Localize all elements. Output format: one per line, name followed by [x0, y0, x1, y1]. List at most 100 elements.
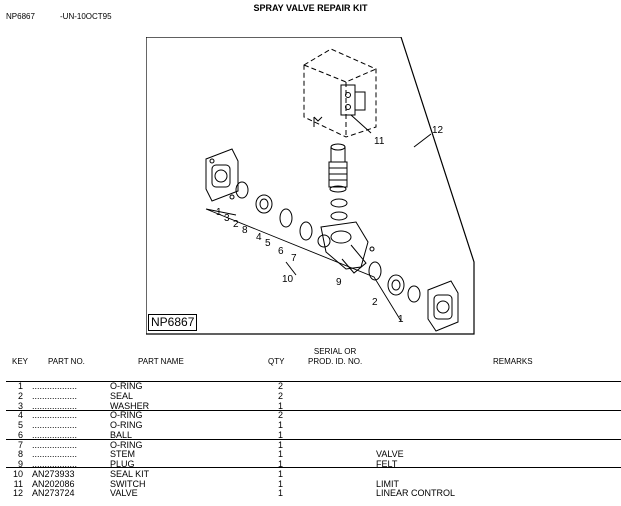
row-part-no: .................. — [32, 439, 78, 450]
callout-2: 2 — [233, 219, 239, 230]
callout-7: 7 — [291, 253, 297, 264]
date-code: -UN-10OCT95 — [60, 12, 112, 21]
row-key: 3 — [17, 400, 23, 411]
row-part-name: WASHER — [110, 400, 150, 411]
row-part-name: O-RING — [110, 439, 143, 450]
row-qty: 2 — [278, 410, 284, 421]
leader-11 — [350, 114, 372, 134]
column-header-remarks: REMARKS — [493, 357, 533, 366]
callout-5: 5 — [265, 238, 271, 249]
row-part-no: .................. — [32, 449, 78, 460]
row-part-name: SWITCH — [110, 478, 146, 489]
row-part-name: PLUG — [110, 459, 135, 469]
table-row: 7.................. O-RING 1 — [0, 440, 621, 450]
left-end-fitting-drawing — [205, 148, 239, 202]
seal-kit-bracket — [205, 208, 402, 322]
stem-drawing — [328, 143, 348, 193]
callout-2b: 2 — [372, 297, 378, 308]
row-part-no: .................. — [32, 381, 78, 391]
callout-12: 12 — [432, 125, 444, 136]
row-part-name: O-RING — [110, 410, 143, 421]
row-qty: 1 — [278, 439, 284, 450]
row-part-no: .................. — [32, 390, 78, 401]
row-part-name: STEM — [110, 449, 136, 460]
callout-10: 10 — [282, 274, 294, 285]
table-rule — [6, 439, 621, 440]
o-rings-right-drawing — [368, 261, 421, 303]
row-remarks: LINEAR CONTROL — [376, 488, 456, 499]
table-row: 12 AN273724 VALVE 1 LINEAR CONTROL — [0, 488, 621, 498]
row-key: 6 — [17, 429, 23, 440]
row-part-no: .................. — [32, 400, 78, 411]
row-part-name: O-RING — [110, 381, 143, 391]
table-row: 10 AN273933 SEAL KIT 1 — [0, 469, 621, 479]
row-part-no: AN273933 — [32, 468, 75, 479]
row-key: 4 — [17, 410, 23, 421]
leader-10 — [285, 261, 297, 276]
row-remarks: LIMIT — [376, 478, 400, 489]
switch-bracket-drawing — [313, 84, 366, 127]
column-header-qty: QTY — [268, 357, 285, 366]
callout-8: 8 — [242, 225, 248, 236]
row-qty: 1 — [278, 478, 284, 489]
row-key: 10 — [12, 468, 23, 479]
row-qty: 1 — [278, 429, 284, 440]
row-part-no: AN273724 — [32, 488, 75, 499]
row-part-name: O-RING — [110, 420, 143, 430]
o-rings-left-drawing — [235, 181, 348, 248]
table-rule — [6, 467, 621, 468]
table-rule — [6, 381, 621, 382]
column-header-key: KEY — [12, 357, 29, 366]
row-part-name: SEAL — [110, 390, 134, 401]
callout-3: 3 — [224, 213, 230, 224]
row-qty: 1 — [278, 488, 284, 499]
callout-4: 4 — [256, 232, 262, 243]
table-row: 3.................. WASHER 1 — [0, 401, 621, 411]
row-remarks: FELT — [376, 459, 398, 469]
row-key: 1 — [17, 381, 23, 391]
table-row: 4.................. O-RING 2 — [0, 410, 621, 420]
row-key: 5 — [17, 420, 23, 430]
valve-body-drawing — [320, 221, 375, 274]
row-key: 12 — [12, 488, 23, 499]
row-part-no: .................. — [32, 429, 78, 440]
leader-12 — [413, 133, 432, 148]
row-qty: 1 — [278, 468, 284, 479]
row-part-no: .................. — [32, 410, 78, 421]
row-qty: 2 — [278, 390, 284, 401]
serial-header-line1: SERIAL OR — [313, 347, 357, 356]
limit-switch-drawing — [303, 48, 377, 138]
row-qty: 1 — [278, 449, 284, 460]
row-key: 7 — [17, 439, 23, 450]
table-row: 11 AN202086 SWITCH 1 LIMIT — [0, 479, 621, 489]
row-part-no: .................. — [32, 459, 78, 469]
row-part-name: BALL — [110, 429, 133, 440]
callout-1b: 1 — [398, 314, 404, 325]
serial-header-line2: PROD. ID. NO. — [308, 357, 363, 366]
row-key: 11 — [13, 478, 23, 489]
callout-11: 11 — [374, 136, 385, 147]
table-rule — [6, 410, 621, 411]
row-qty: 1 — [278, 420, 284, 430]
row-key: 2 — [17, 390, 23, 401]
callout-9: 9 — [336, 277, 342, 288]
row-remarks: VALVE — [376, 449, 404, 460]
document-id: NP6867 — [6, 12, 35, 21]
row-qty: 1 — [278, 400, 284, 411]
row-qty: 1 — [278, 459, 284, 469]
row-part-no: AN202086 — [32, 478, 75, 489]
row-part-name: VALVE — [110, 488, 138, 499]
callout-1: 1 — [216, 207, 222, 218]
page-title: SPRAY VALVE REPAIR KIT — [253, 3, 368, 13]
row-part-name: SEAL KIT — [110, 468, 150, 479]
exploded-parts-diagram: 1 3 2 8 4 5 6 7 10 9 2 1 11 12 — [146, 37, 475, 335]
table-row: 8.................. STEM 1 VALVE — [0, 449, 621, 459]
right-end-fitting-drawing — [427, 280, 459, 332]
column-header-part-no: PART NO. — [48, 357, 85, 366]
column-header-part-name: PART NAME — [138, 357, 184, 366]
table-row: 2.................. SEAL 2 — [0, 391, 621, 401]
callout-6: 6 — [278, 246, 284, 257]
row-key: 8 — [17, 449, 23, 460]
